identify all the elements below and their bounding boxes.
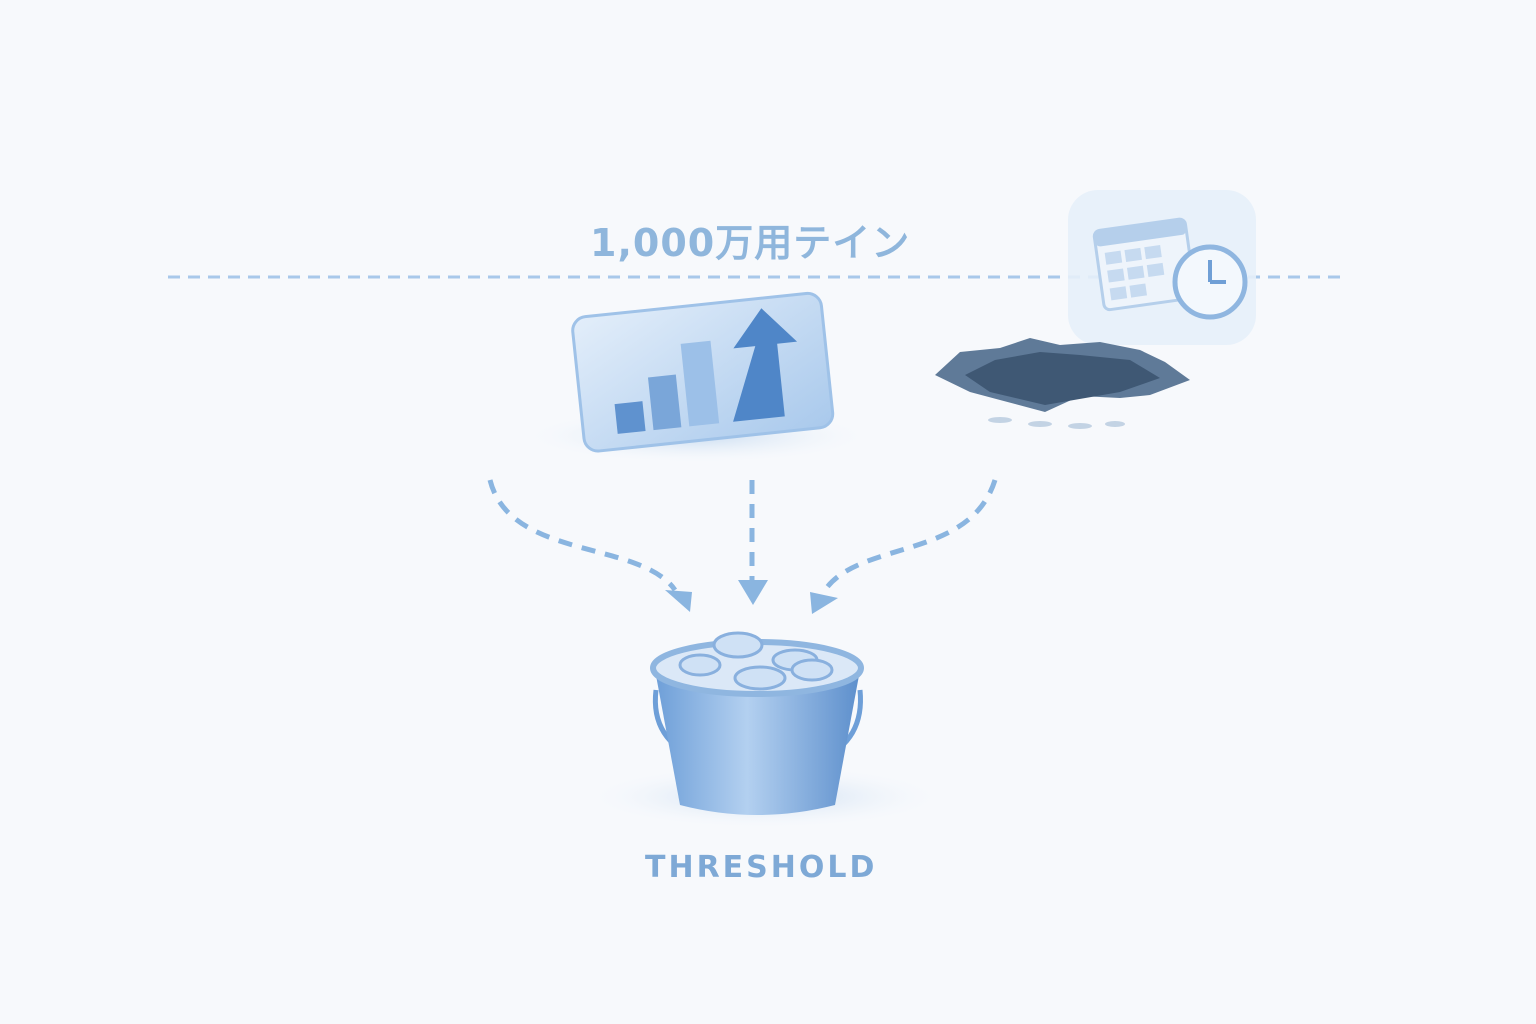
bar-chart-up-icon bbox=[532, 291, 862, 462]
bucket-label: THRESHOLD bbox=[645, 850, 878, 885]
threshold-line-label: 1,000万用テイン bbox=[590, 221, 911, 265]
coin-bucket-icon bbox=[595, 631, 935, 827]
arrow-left bbox=[487, 479, 678, 592]
hole-icon bbox=[935, 338, 1190, 429]
flow-arrows bbox=[487, 479, 998, 592]
calendar-clock-icon bbox=[1068, 190, 1256, 345]
arrow-right bbox=[822, 479, 998, 592]
